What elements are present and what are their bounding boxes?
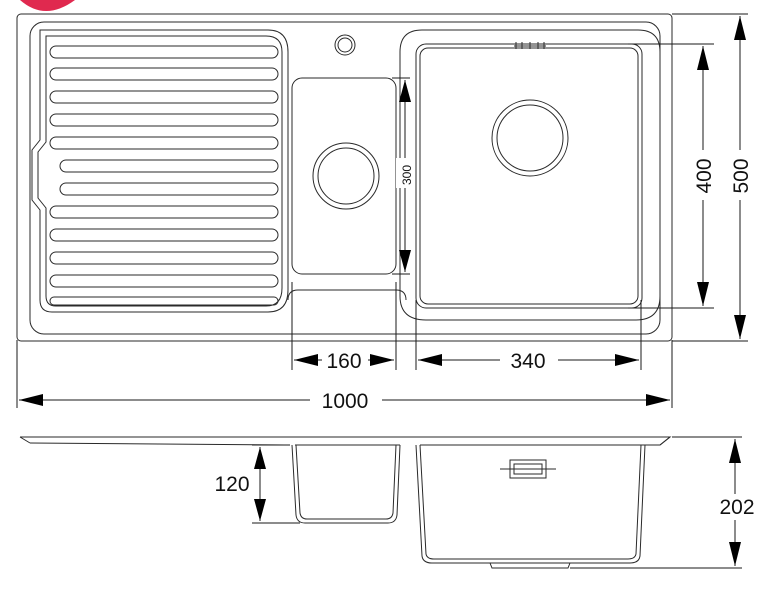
large-bowl: [415, 43, 643, 309]
drainer-grooves: [49, 45, 279, 306]
dimension-label: 160: [326, 350, 361, 373]
drainer-groove: [49, 90, 279, 104]
dimension-large-bowl-width: 340: [415, 300, 642, 373]
tap-hole: [334, 34, 356, 56]
dimension-small-bowl-width: 160: [291, 282, 397, 373]
overflow-slot: [514, 42, 546, 49]
dimension-label: 400: [693, 158, 716, 193]
drainer-groove: [49, 296, 279, 306]
dimension-overall-width: 1000: [16, 340, 673, 413]
tap-hole-inner: [337, 37, 353, 53]
large-bowl-profile-inner: [419, 444, 642, 560]
corner-badge: [20, 0, 75, 11]
drainer-groove: [49, 67, 279, 81]
dimension-overall-depth: 500: [672, 13, 753, 342]
dimension-large-bowl-height: 202: [570, 436, 762, 569]
drainer-board-inner: [37, 35, 283, 307]
side-deck: [20, 436, 672, 446]
large-bowl-rim: [399, 29, 661, 321]
large-bowl-waste: [491, 99, 569, 177]
drainer-groove: [49, 136, 279, 150]
small-bowl-waste: [312, 142, 380, 210]
large-bowl-waste-outlet: [489, 562, 571, 569]
top-view: [16, 13, 673, 342]
small-bowl-drain-ledge: [287, 289, 407, 301]
drainer-groove: [59, 182, 279, 196]
drainer-groove: [49, 113, 279, 127]
drainer-groove: [49, 205, 279, 219]
drainer-groove: [49, 45, 279, 59]
dimension-label: 120: [214, 473, 249, 496]
large-bowl-profile: [415, 444, 646, 564]
large-bowl-inner: [419, 47, 639, 305]
dimension-label: 1000: [322, 390, 369, 413]
dimension-small-bowl-height: 120: [214, 444, 300, 524]
dimension-label: 500: [730, 158, 753, 193]
dimension-label: 300: [400, 165, 414, 185]
small-bowl-profile: [291, 444, 401, 524]
drainer-groove: [49, 251, 279, 265]
dimension-label: 202: [719, 496, 754, 519]
drainer-board: [31, 29, 289, 313]
large-bowl-waste-inner: [496, 104, 564, 172]
dimension-label: 340: [510, 350, 545, 373]
drainer-groove: [49, 228, 279, 242]
small-bowl: [291, 77, 397, 275]
dimension-small-bowl-depth: 300: [392, 77, 414, 275]
small-bowl-profile-inner: [295, 444, 397, 520]
drainer-groove: [59, 159, 279, 173]
small-bowl-waste-inner: [317, 147, 375, 205]
side-view: [19, 436, 672, 569]
dimension-large-bowl-depth: 400: [628, 43, 716, 309]
drainer-groove: [49, 274, 279, 288]
sink-outline: [16, 13, 673, 342]
